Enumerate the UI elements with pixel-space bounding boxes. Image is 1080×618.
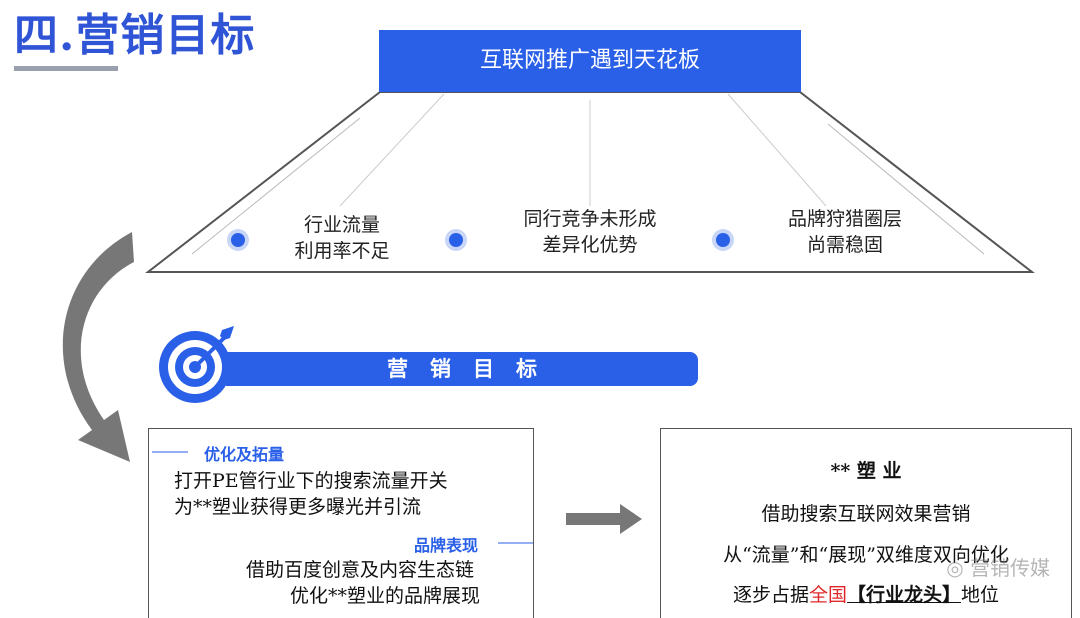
goal-line3-bracket: 【行业龙头】 [847,584,962,606]
factor-3-line1: 品牌狩猎圈层 [787,208,902,230]
factor-1-line1: 行业流量 [303,214,380,236]
bullet-3 [712,229,734,251]
factor-1: 行业流量 利用率不足 [262,212,422,264]
inner-line-right [827,123,985,255]
page-title: 四.营销目标 [14,10,256,61]
goal-line3-highlight: 全国 [808,584,847,606]
ceiling-banner: 互联网推广遇到天花板 [379,30,801,92]
wechat-icon: ◎ [946,556,964,580]
goal-label: 营销目标 [387,356,559,381]
title-underline [14,66,118,71]
ray-3 [727,93,827,207]
company-name: ** 塑 业 [830,460,902,482]
section1-line2: 为**塑业获得更多曝光并引流 [174,496,422,518]
section2-line2: 优化**塑业的品牌展现 [290,585,481,607]
strategy-box [148,428,534,618]
trapezoid-outline [145,91,1035,273]
goal-line3: 逐步占据全国【行业龙头】地位 [660,580,1072,607]
factor-1-line2: 利用率不足 [294,240,390,262]
bullet-2 [445,229,467,251]
section1-label: 优化及拓量 [204,445,285,464]
section1-line1: 打开PE管行业下的搜索流量开关 [174,470,448,492]
watermark: ◎ 营销传媒 [946,552,1050,581]
section2-label: 品牌表现 [414,536,479,555]
goal-box [660,428,1072,618]
factor-2-line1: 同行竞争未形成 [523,208,657,230]
bullet-1 [227,229,249,251]
goal-line3-prefix: 逐步占据 [732,584,809,606]
goal-line3-suffix: 地位 [961,584,1000,606]
section2-line1: 借助百度创意及内容生态链 [246,559,475,581]
factor-3-line2: 尚需稳固 [806,234,883,256]
curved-arrow-icon [62,232,134,462]
factor-3: 品牌狩猎圈层 尚需稳固 [760,206,930,258]
ray-1 [339,93,445,207]
factor-2: 同行竞争未形成 差异化优势 [490,206,690,258]
watermark-text: 营销传媒 [970,556,1050,580]
goal-bar [226,352,698,386]
inner-line-left [191,117,361,255]
right-arrow-icon [566,504,642,534]
factor-2-line2: 差异化优势 [542,234,638,256]
goal-line1: 借助搜索互联网效果营销 [761,503,971,525]
target-icon [159,326,234,403]
goal-line2: 从“流量”和“展现”双维度双向优化 [723,544,1009,566]
